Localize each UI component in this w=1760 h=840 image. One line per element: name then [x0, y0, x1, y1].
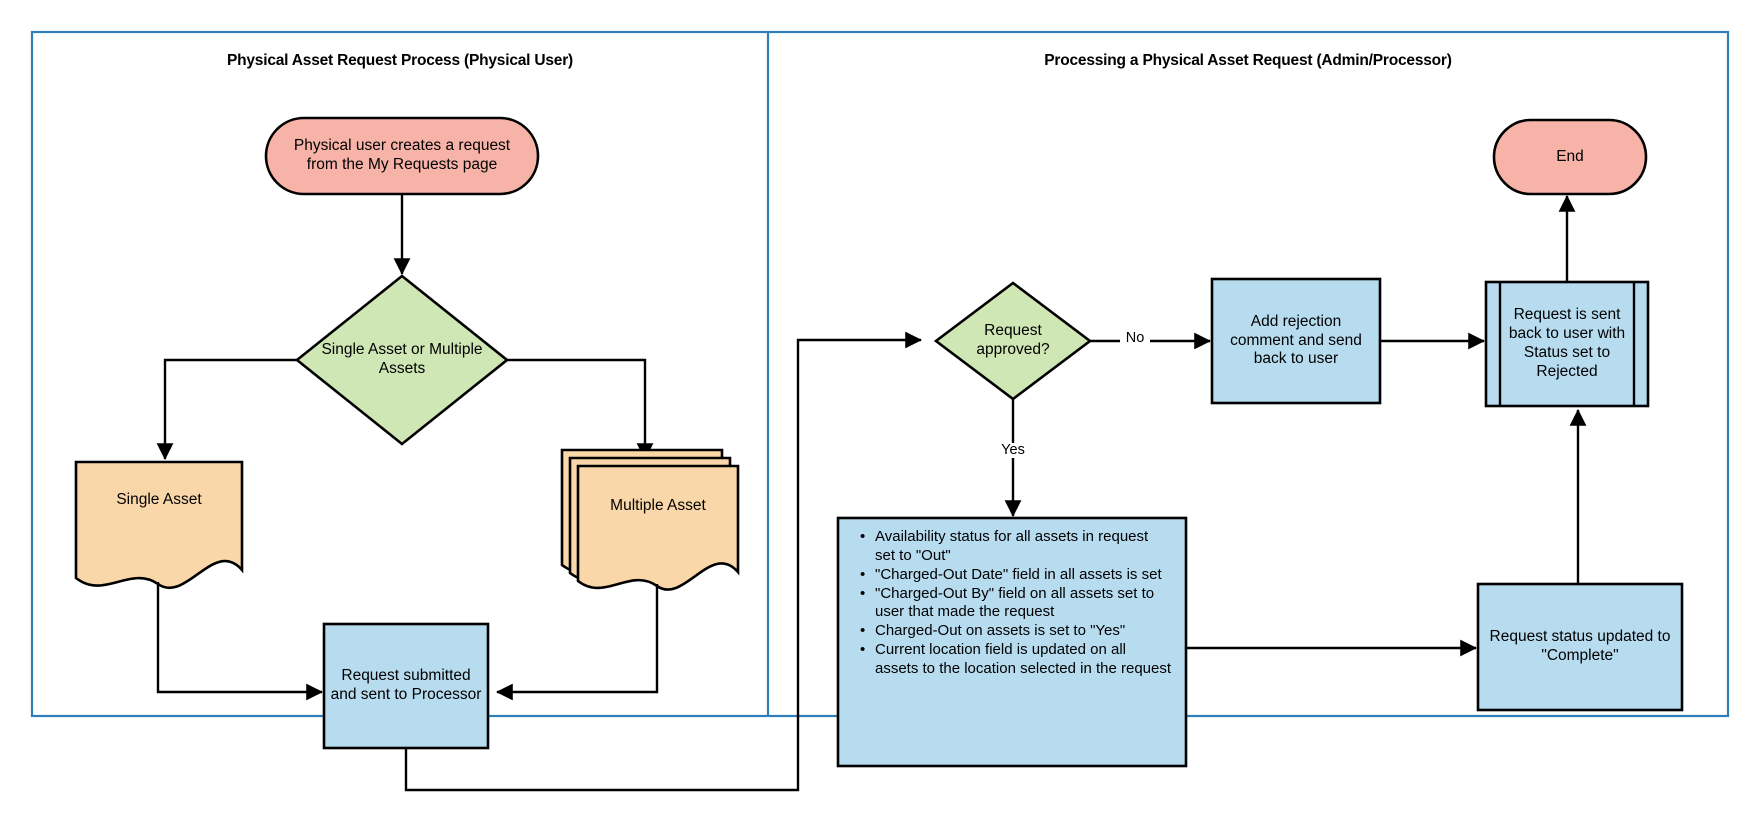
list-item: "Charged-Out Date" field in all assets i…: [860, 566, 1172, 585]
edge-decision-to-multiple: [507, 358, 654, 461]
lane-title-right: Processing a Physical Asset Request (Adm…: [1044, 52, 1452, 69]
charge-out-bullet-list: Availability status for all assets in re…: [854, 528, 1172, 678]
node-decision-single-multi[interactable]: [294, 274, 510, 446]
node-request-submitted[interactable]: [322, 622, 490, 750]
list-item: Current location field is updated on all…: [860, 641, 1172, 678]
edge-multiple-to-submitted: [495, 584, 659, 701]
node-start[interactable]: [264, 116, 540, 196]
node-end[interactable]: [1492, 118, 1648, 196]
node-charge-out-actions-label: Availability status for all assets in re…: [854, 528, 1172, 679]
node-status-complete[interactable]: [1476, 582, 1684, 712]
node-single-asset[interactable]: [74, 460, 244, 590]
node-multiple-asset[interactable]: [576, 464, 740, 591]
node-add-rejection[interactable]: [1210, 277, 1382, 405]
edge-single-to-submitted: [156, 582, 324, 701]
node-sent-back-rejected[interactable]: [1484, 280, 1650, 408]
lane-title-left: Physical Asset Request Process (Physical…: [226, 52, 574, 69]
list-item: Availability status for all assets in re…: [860, 528, 1172, 565]
node-decision-approved[interactable]: [933, 281, 1093, 401]
edge-submitted-to-approved: [404, 331, 923, 792]
edge-decision-to-single: [156, 358, 297, 461]
edge-label-no: No: [1120, 331, 1150, 346]
list-item: Charged-Out on assets is set to "Yes": [860, 622, 1172, 641]
edge-label-yes: Yes: [990, 443, 1036, 458]
list-item: "Charged-Out By" field on all assets set…: [860, 585, 1172, 622]
